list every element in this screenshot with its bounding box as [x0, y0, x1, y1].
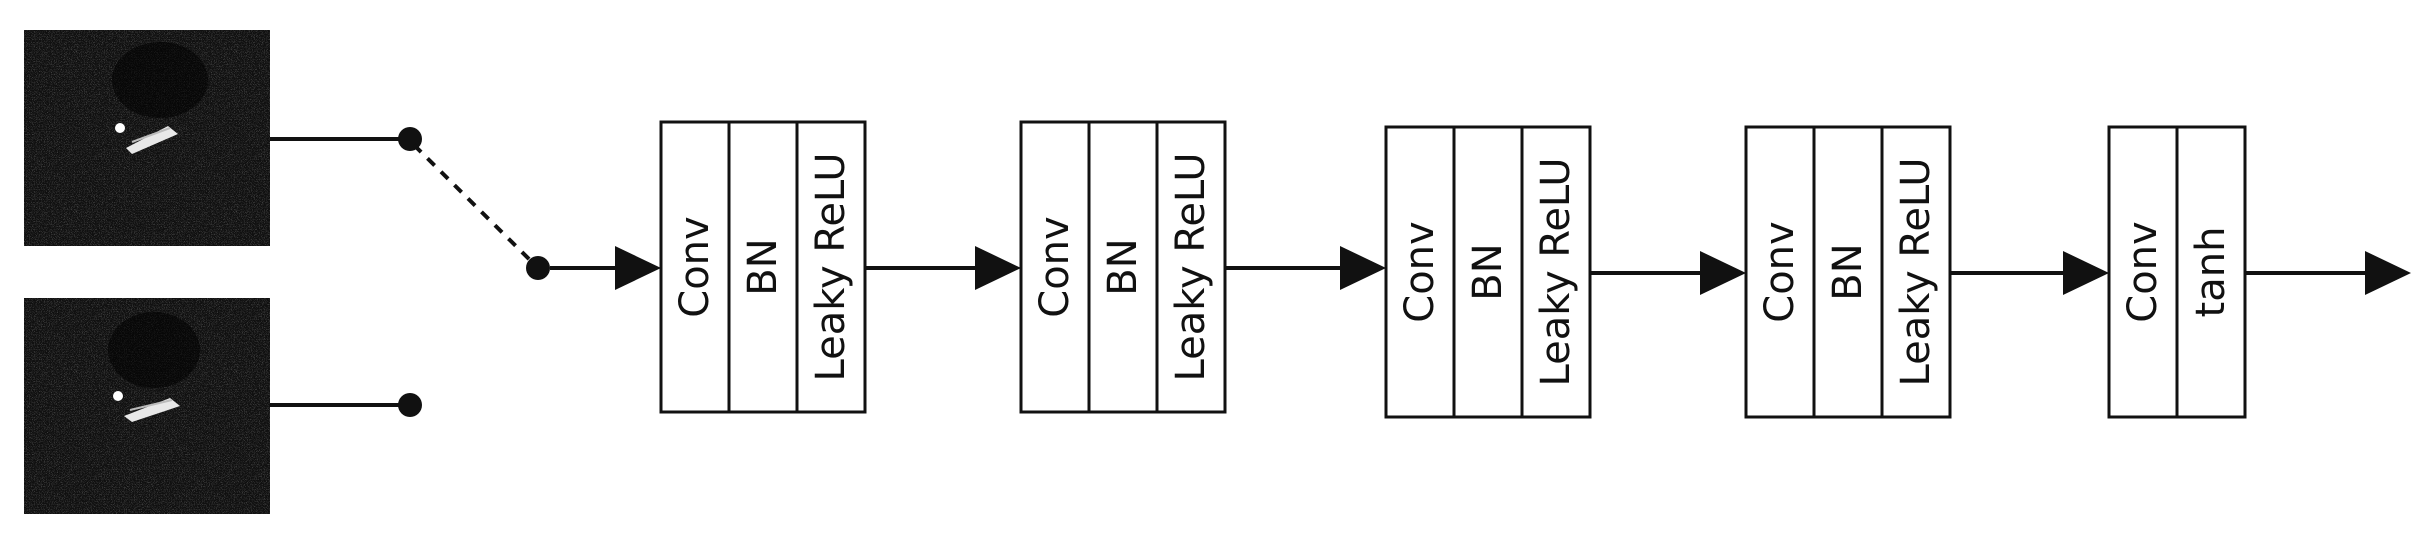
arrowhead-icon	[2365, 251, 2411, 295]
block-5-layer-tanh	[2175, 125, 2247, 419]
input-image-top	[24, 30, 270, 246]
arrowhead-icon	[1700, 251, 1746, 295]
block-3-label-bn: BN	[1465, 243, 1511, 300]
block-4-label-conv: Conv	[1757, 221, 1803, 322]
switch-dashed-lever	[412, 143, 534, 264]
block-3-layer-bn	[1452, 125, 1524, 419]
switch-pivot	[526, 256, 550, 280]
block-2-layer-conv	[1019, 120, 1091, 414]
block-2-label-conv: Conv	[1032, 216, 1078, 317]
arrowhead-icon	[615, 246, 661, 290]
block-1-label-bn: BN	[740, 238, 786, 295]
arrowhead-icon	[1340, 246, 1386, 290]
block-3-label-conv: Conv	[1397, 221, 1443, 322]
block-1-label-leaky-relu: Leaky ReLU	[808, 152, 854, 381]
block-2-layer-bn	[1087, 120, 1159, 414]
arrowhead-icon	[2063, 251, 2109, 295]
block-4-layer-bn	[1812, 125, 1884, 419]
arrowhead-icon	[975, 246, 1021, 290]
block-3-layer-leaky-relu	[1520, 125, 1592, 419]
block-5-label-tanh: tanh	[2188, 227, 2234, 318]
block-4-layer-conv	[1744, 125, 1816, 419]
block-5-label-conv: Conv	[2120, 221, 2166, 322]
block-1-label-conv: Conv	[672, 216, 718, 317]
block-3-layer-conv	[1384, 125, 1456, 419]
block-5-layer-conv	[2107, 125, 2179, 419]
block-2-label-leaky-relu: Leaky ReLU	[1168, 152, 1214, 381]
block-4: Conv BN Leaky ReLU	[1744, 125, 1952, 419]
block-5: Conv tanh	[2107, 125, 2247, 419]
block-2-label-bn: BN	[1100, 238, 1146, 295]
switch-contact-bottom	[398, 393, 422, 417]
block-3: Conv BN Leaky ReLU	[1384, 125, 1592, 419]
block-4-layer-leaky-relu	[1880, 125, 1952, 419]
block-3-label-leaky-relu: Leaky ReLU	[1533, 157, 1579, 386]
input-image-bottom	[24, 298, 270, 514]
block-1: Conv BN Leaky ReLU	[659, 120, 867, 414]
block-4-label-bn: BN	[1825, 243, 1871, 300]
block-2: Conv BN Leaky ReLU	[1019, 120, 1227, 414]
block-4-label-leaky-relu: Leaky ReLU	[1893, 157, 1939, 386]
